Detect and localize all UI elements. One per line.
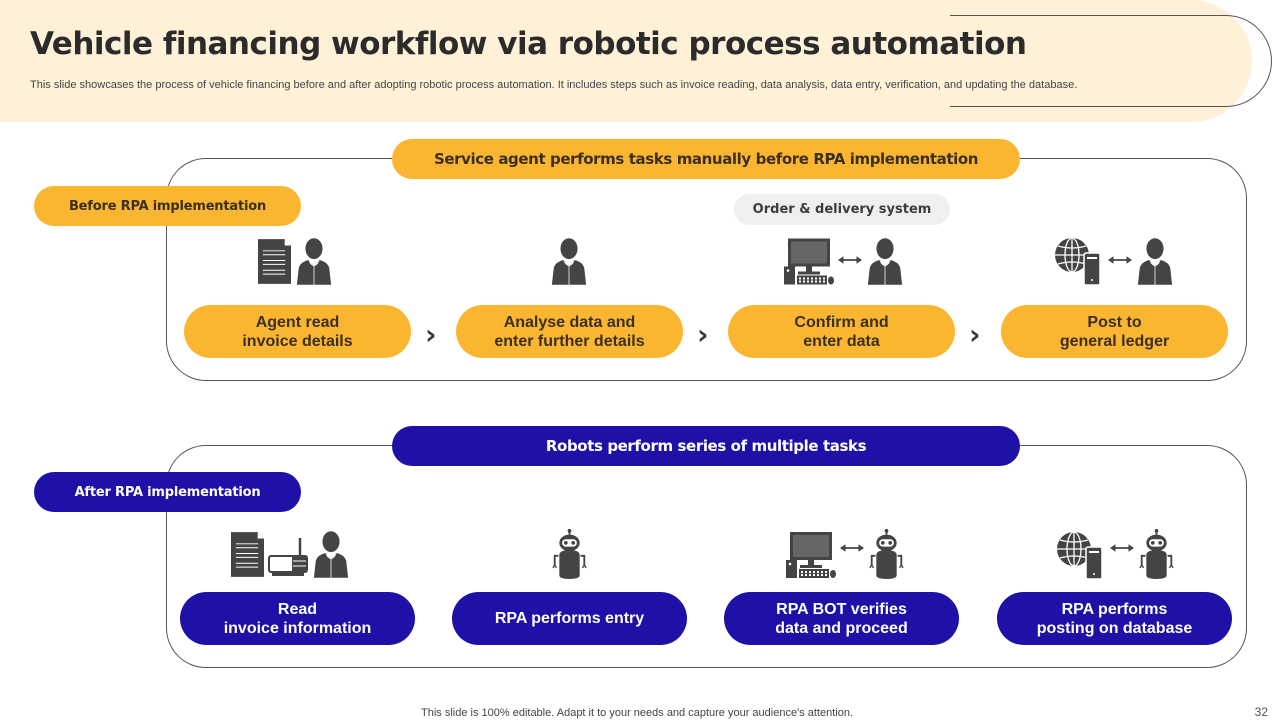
double-arrow-icon	[1108, 255, 1132, 265]
step-icons-read-invoice	[231, 530, 350, 578]
step-confirm-enter-data: Confirm and enter data	[728, 305, 955, 358]
step-icons-rpa-posting	[1056, 529, 1175, 579]
before-banner: Service agent performs tasks manually be…	[392, 139, 1020, 179]
slide-subtitle: This slide showcases the process of vehi…	[30, 79, 1078, 91]
step-read-invoice-information: Read invoice information	[180, 592, 415, 645]
double-arrow-icon	[840, 543, 864, 553]
before-rpa-label: Before RPA implementation	[34, 186, 301, 226]
step-rpa-performs-entry: RPA performs entry	[452, 592, 687, 645]
chevron-right-icon: ›	[697, 318, 709, 351]
globe-server-icon	[1056, 531, 1106, 579]
step-analyse-data: Analyse data and enter further details	[456, 305, 683, 358]
order-delivery-system-tag: Order & delivery system	[734, 194, 950, 225]
person-icon	[550, 237, 588, 285]
step-icons-agent-read	[258, 237, 333, 285]
footer-note: This slide is 100% editable. Adapt it to…	[421, 707, 853, 719]
router-icon	[268, 538, 308, 578]
chevron-right-icon: ›	[425, 318, 437, 351]
globe-server-icon	[1054, 237, 1104, 285]
step-icons-post-ledger	[1054, 237, 1174, 285]
after-rpa-label: After RPA implementation	[34, 472, 301, 512]
chevron-right-icon: ›	[969, 318, 981, 351]
step-icons-rpa-entry	[551, 528, 588, 580]
step-rpa-bot-verifies: RPA BOT verifies data and proceed	[724, 592, 959, 645]
step-icons-rpa-verify	[786, 529, 905, 579]
double-arrow-icon	[838, 255, 862, 265]
header-background	[0, 0, 1252, 122]
document-icon	[231, 531, 264, 578]
robot-icon	[551, 528, 588, 580]
person-icon	[295, 237, 333, 285]
desktop-computer-icon	[784, 238, 834, 285]
robot-icon	[1138, 529, 1175, 579]
slide-title: Vehicle financing workflow via robotic p…	[30, 26, 1027, 62]
page-number: 32	[1254, 705, 1268, 719]
person-icon	[1136, 237, 1174, 285]
step-icons-confirm	[784, 237, 904, 285]
step-icons-analyse	[550, 237, 588, 285]
header-decorative-arc	[950, 15, 1272, 107]
robot-icon	[868, 529, 905, 579]
document-icon	[258, 238, 291, 285]
step-agent-read-invoice: Agent read invoice details	[184, 305, 411, 358]
step-post-general-ledger: Post to general ledger	[1001, 305, 1228, 358]
person-icon	[866, 237, 904, 285]
double-arrow-icon	[1110, 543, 1134, 553]
after-banner: Robots perform series of multiple tasks	[392, 426, 1020, 466]
person-icon	[312, 530, 350, 578]
desktop-computer-icon	[786, 531, 836, 579]
step-rpa-posting-database: RPA performs posting on database	[997, 592, 1232, 645]
footer-note-container: This slide is 100% editable. Adapt it to…	[0, 707, 1280, 719]
